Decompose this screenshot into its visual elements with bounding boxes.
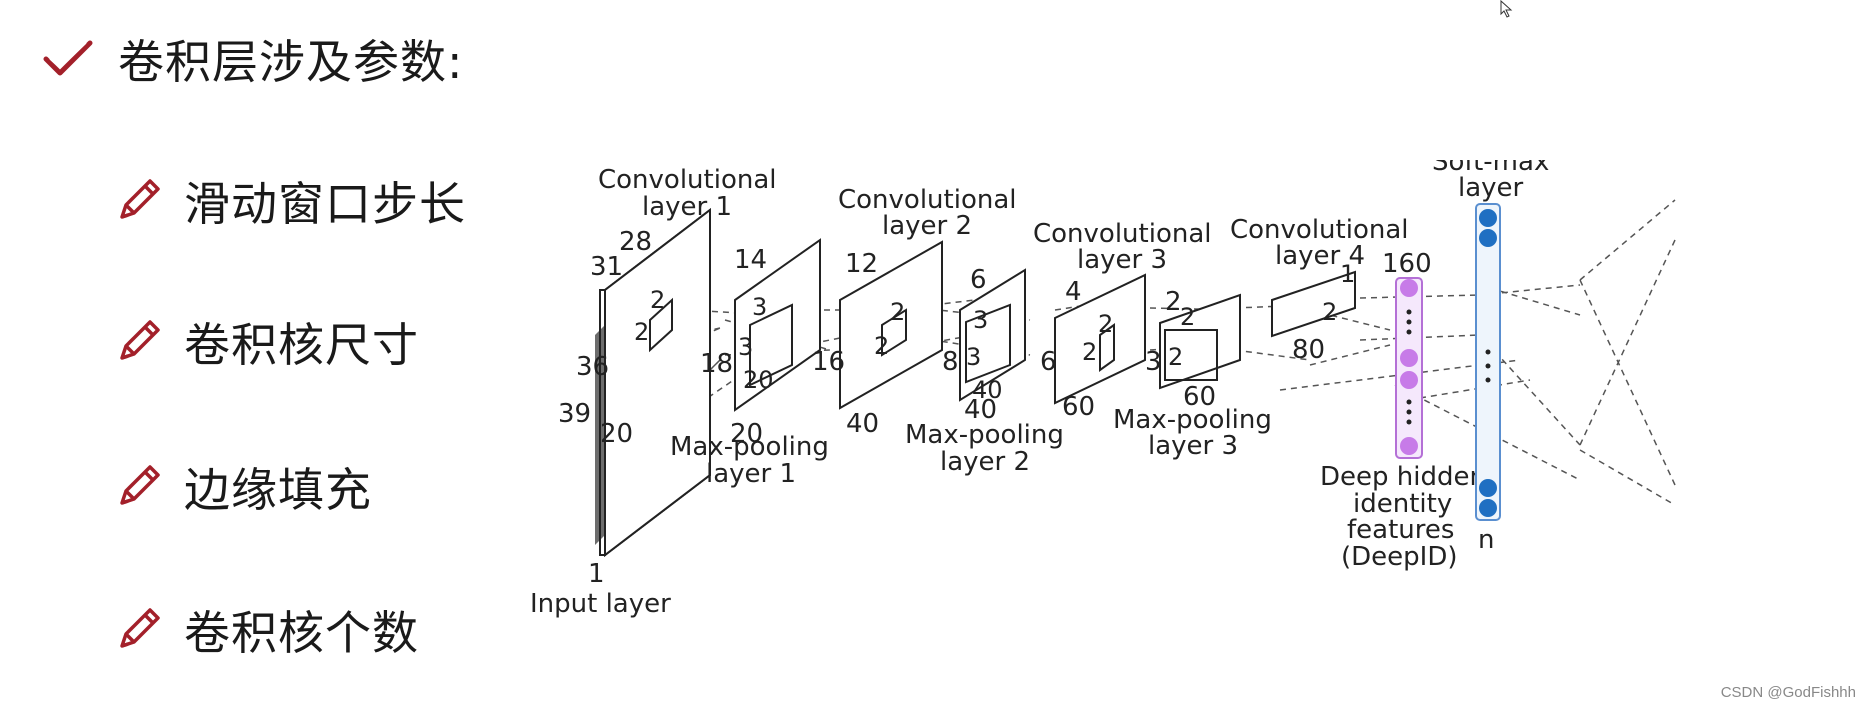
checkmark-icon [43, 40, 93, 76]
pool3-kernel-h: 2 [1168, 343, 1183, 371]
mouse-cursor-icon [1500, 0, 1513, 18]
pool1-kernel [749, 303, 793, 387]
conv4-box [1271, 270, 1356, 338]
pool1-height: 18 [700, 349, 733, 379]
bullet-item: 卷积核尺寸 [112, 307, 419, 377]
bullet-text: 卷积核尺寸 [184, 318, 419, 372]
conv3-height: 6 [1040, 347, 1057, 377]
conv2-title: layer 2 [882, 211, 972, 241]
pool3-title: layer 3 [1148, 431, 1238, 461]
conv1-kernel-h: 2 [634, 318, 649, 346]
softmax-title: Soft-max [1432, 160, 1549, 177]
softmax-ellipsis [1485, 349, 1491, 383]
pool2-kernel-d: 40 [972, 376, 1003, 404]
pool2-title: layer 2 [940, 447, 1030, 477]
conv1-title: Convolutional [598, 165, 777, 195]
deepid-label: Deep hidden [1320, 462, 1486, 492]
deepid-top-value: 160 [1382, 249, 1432, 279]
deepid-ellipsis [1406, 309, 1412, 425]
conv1-title: layer 1 [642, 192, 732, 222]
pool2-kernel-w: 3 [973, 306, 988, 334]
deepid-label: features [1347, 515, 1454, 545]
pencil-icon [120, 608, 160, 648]
pencil-icon [120, 320, 160, 360]
input-width: 31 [590, 252, 623, 282]
bullet-item: 滑动窗口步长 [112, 166, 466, 236]
pool1-kernel-h: 3 [738, 333, 753, 361]
pool3-kernel [1164, 329, 1218, 381]
deepid-nodes [1400, 279, 1418, 455]
pool1-width: 14 [734, 245, 767, 275]
conv1-width: 28 [619, 227, 652, 257]
bullet-item: 卷积核个数 [112, 595, 419, 665]
pencil-icon [120, 465, 160, 505]
conv3-kernel [1099, 323, 1115, 372]
pool1-depth: 20 [730, 419, 763, 449]
deepid-layer-box [1395, 277, 1423, 459]
bullet-item: 边缘填充 [112, 452, 372, 522]
pool3-depth: 60 [1183, 382, 1216, 412]
conv3-depth: 60 [1062, 392, 1095, 422]
softmax-bottom-label: n [1478, 525, 1494, 555]
input-label: Input layer [530, 589, 671, 619]
conv2-kernel [881, 308, 907, 357]
conv3-kernel-h: 2 [1082, 338, 1097, 366]
bullet-text: 卷积核个数 [184, 606, 419, 660]
conv3-title: layer 3 [1077, 245, 1167, 275]
conv1-kernel-w: 2 [650, 286, 665, 314]
pool3-box [1159, 293, 1241, 390]
conv2-width: 12 [845, 249, 878, 279]
bullet-text: 边缘填充 [184, 463, 372, 517]
slide-title: 卷积层涉及参数: [40, 24, 464, 94]
conv4-height: 2 [1322, 298, 1337, 326]
conv1-box [599, 207, 711, 558]
conv1-height: 36 [576, 352, 609, 382]
pool2-height: 8 [942, 347, 959, 377]
deepid-label: identity [1353, 489, 1452, 519]
title-text: 卷积层涉及参数: [118, 35, 464, 89]
pool1-kernel-w: 3 [752, 293, 767, 321]
bullet-text: 滑动窗口步长 [184, 177, 466, 231]
pool1-title: Max-pooling [670, 432, 829, 462]
conv4-width: 1 [1340, 260, 1355, 288]
input-depth: 1 [588, 559, 605, 589]
watermark: CSDN @GodFishhh [1720, 684, 1856, 701]
conv1-kernel [649, 297, 673, 353]
softmax-title: layer [1458, 173, 1524, 203]
pool3-width: 2 [1165, 287, 1182, 317]
pool2-depth: 40 [964, 395, 997, 425]
deepid-label: (DeepID) [1341, 542, 1458, 572]
conv2-title: Convolutional [838, 185, 1017, 215]
softmax-layer-box [1475, 203, 1501, 521]
conv2-kernel-h: 2 [874, 332, 889, 360]
softmax-nodes [1479, 209, 1497, 517]
pool1-title: layer 1 [706, 459, 796, 489]
pool3-title: Max-pooling [1113, 405, 1272, 435]
deepid-network-diagram: 31 39 1 4 4 1 Input layer [530, 160, 1676, 619]
pencil-icon [120, 179, 160, 219]
pool2-kernel [965, 303, 1011, 384]
conv2-height: 16 [812, 347, 845, 377]
pool3-kernel-w: 2 [1180, 303, 1195, 331]
conv2-kernel-w: 2 [890, 298, 905, 326]
conv3-width: 4 [1065, 277, 1082, 307]
conv3-kernel-w: 2 [1098, 310, 1113, 338]
pool2-kernel-h: 3 [966, 343, 981, 371]
conv1-depth: 20 [600, 419, 633, 449]
conv4-depth: 80 [1292, 335, 1325, 365]
pool1-kernel-d: 20 [743, 366, 774, 394]
conv4-title: layer 4 [1275, 241, 1365, 271]
conv3-title: Convolutional [1033, 219, 1212, 249]
conv2-depth: 40 [846, 409, 879, 439]
pool3-height: 3 [1145, 347, 1162, 377]
pool2-width: 6 [970, 265, 987, 295]
conv4-title: Convolutional [1230, 215, 1409, 245]
input-height: 39 [558, 399, 591, 429]
pool2-title: Max-pooling [905, 420, 1064, 450]
